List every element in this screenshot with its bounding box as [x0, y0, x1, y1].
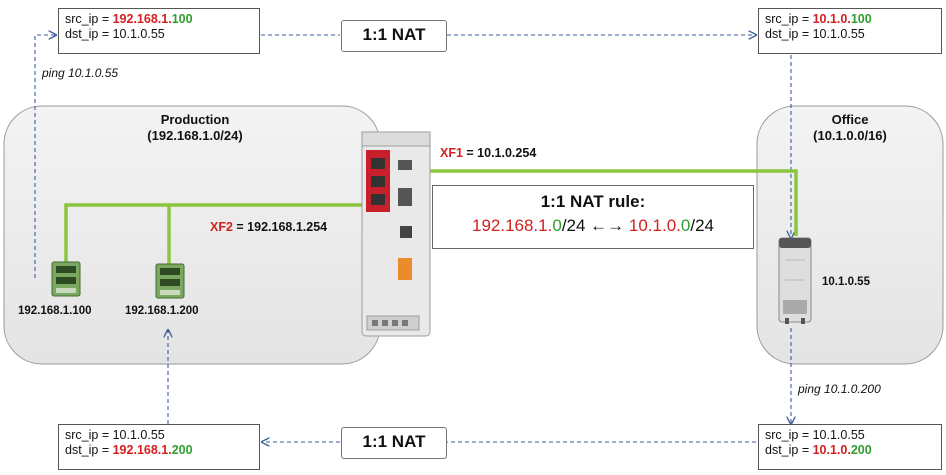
office-zone: [756, 105, 944, 365]
rule-right-red: 10.1.0.: [624, 216, 681, 235]
production-subnet: (192.168.1.0/24): [147, 128, 243, 143]
production-title: Production (192.168.1.0/24): [120, 112, 270, 144]
office-subnet: (10.1.0.0/16): [813, 128, 887, 143]
nat-rule-expression: 192.168.1.0/24 ←→ 10.1.0.0/24: [433, 216, 753, 236]
packet-top-left: src_ip = 192.168.1.100 dst_ip = 10.1.0.5…: [58, 8, 260, 54]
packet-src-label: src_ip =: [65, 12, 113, 26]
xf2-name: XF2: [210, 220, 233, 234]
packet-bottom-left: src_ip = 10.1.0.55 dst_ip = 192.168.1.20…: [58, 424, 260, 470]
office-name: Office: [831, 112, 869, 127]
plc-device-1: [51, 261, 81, 297]
xf1-name: XF1: [440, 146, 463, 160]
nat-box-bottom: 1:1 NAT: [341, 427, 447, 459]
packet-dst: dst_ip = 10.1.0.55: [65, 27, 165, 41]
ping-label-bottom: ping 10.1.0.200: [798, 382, 881, 396]
nat-box-top: 1:1 NAT: [341, 20, 447, 52]
plc2-label: 192.168.1.200: [125, 305, 199, 317]
packet-src-green: 100: [850, 12, 872, 26]
xf1-label: XF1 = 10.1.0.254: [440, 146, 536, 160]
rule-arrow: ←→: [590, 216, 625, 235]
packet-src: src_ip = 10.1.0.55: [765, 428, 865, 442]
pc-label: 10.1.0.55: [822, 276, 870, 288]
packet-src-green: 100: [171, 12, 193, 26]
production-zone: [3, 105, 381, 365]
packet-dst-label: dst_ip =: [765, 443, 813, 457]
xf1-value: = 10.1.0.254: [462, 146, 537, 160]
packet-dst-label: dst_ip =: [65, 443, 113, 457]
packet-top-right: src_ip = 10.1.0.100 dst_ip = 10.1.0.55: [758, 8, 942, 54]
packet-dst-red: 10.1.0.: [812, 443, 851, 457]
flow-arrow-plc1-to-top: [34, 35, 56, 278]
packet-src-red: 10.1.0.: [812, 12, 851, 26]
plc1-label: 192.168.1.100: [18, 305, 92, 317]
nat-rule-box: 1:1 NAT rule: 192.168.1.0/24 ←→ 10.1.0.0…: [432, 185, 754, 249]
rule-left-green: 0: [552, 216, 562, 235]
packet-src-label: src_ip =: [765, 12, 813, 26]
router-device: [361, 131, 431, 337]
packet-src-red: 192.168.1.: [112, 12, 172, 26]
packet-dst-green: 200: [171, 443, 193, 457]
packet-dst-green: 200: [850, 443, 872, 457]
ping-label-top: ping 10.1.0.55: [42, 66, 119, 80]
xf2-value: = 192.168.1.254: [232, 220, 328, 234]
production-name: Production: [160, 112, 230, 127]
plc-device-2: [155, 263, 185, 299]
office-title: Office (10.1.0.0/16): [785, 112, 915, 144]
packet-bottom-right: src_ip = 10.1.0.55 dst_ip = 10.1.0.200: [758, 424, 942, 470]
packet-dst-red: 192.168.1.: [112, 443, 172, 457]
rule-right-suffix: /24: [690, 216, 714, 235]
rule-right-green: 0: [680, 216, 691, 235]
nat-rule-title: 1:1 NAT rule:: [540, 192, 646, 211]
packet-src: src_ip = 10.1.0.55: [65, 428, 165, 442]
rule-left-red: 192.168.1.: [471, 216, 553, 235]
link-xf1-office: [383, 169, 798, 236]
xf2-label: XF2 = 192.168.1.254: [210, 220, 327, 234]
packet-dst: dst_ip = 10.1.0.55: [765, 27, 865, 41]
pc-device: [778, 237, 812, 324]
rule-left-suffix: /24: [561, 216, 591, 235]
